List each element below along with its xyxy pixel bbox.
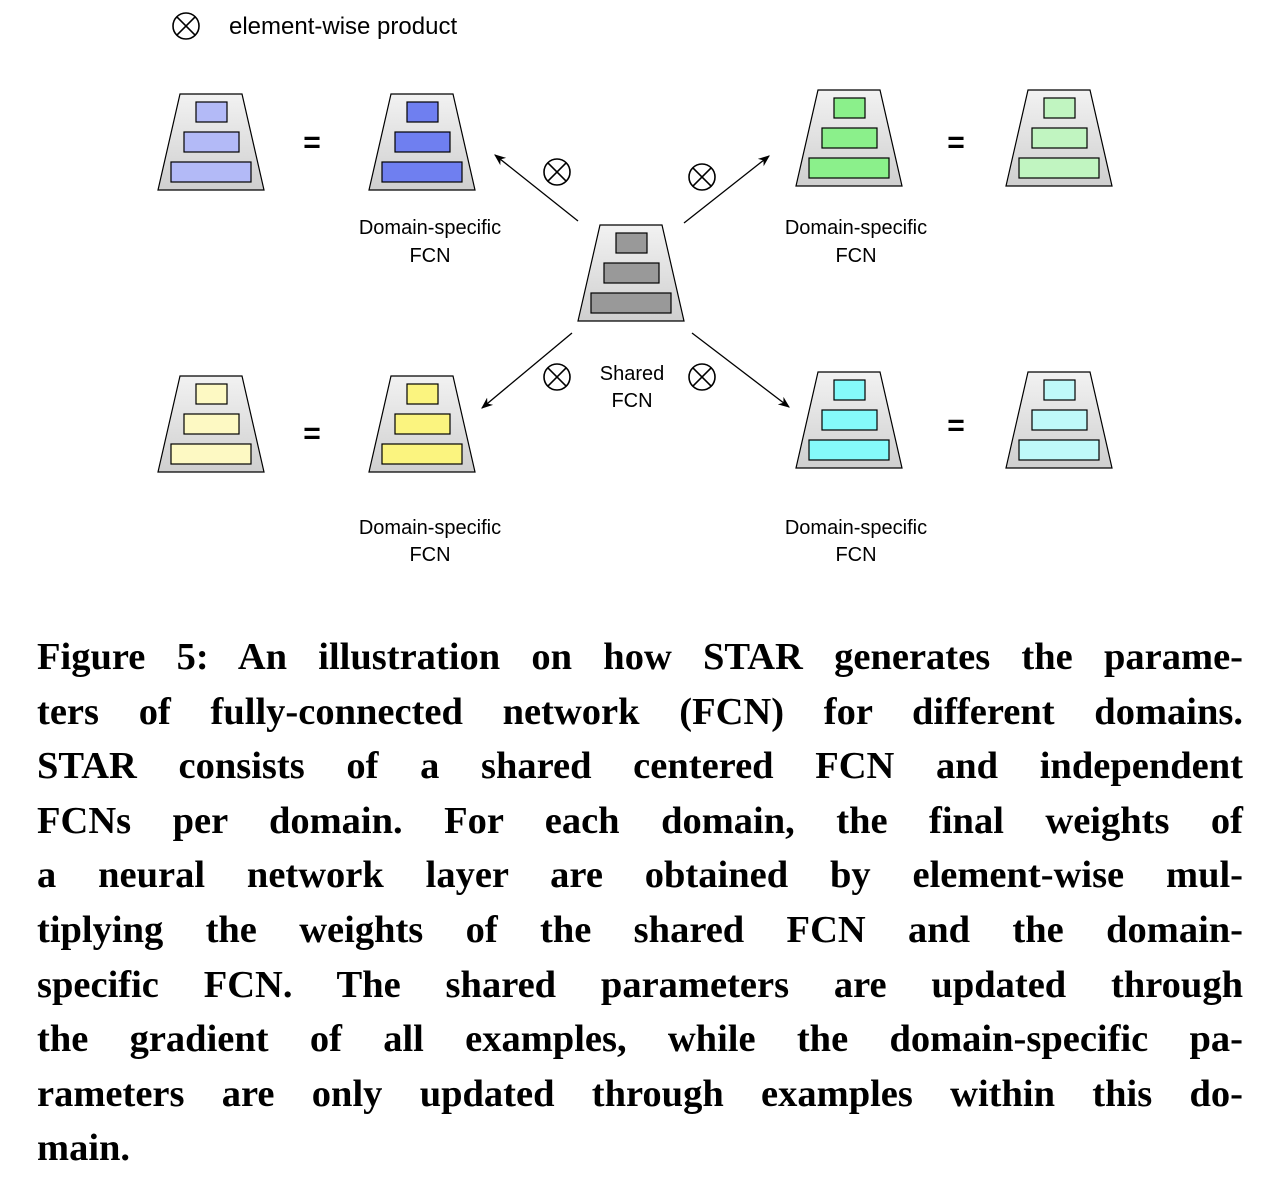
fcn-layer-2 xyxy=(821,127,878,149)
fcn-layer-2 xyxy=(603,262,660,284)
fcn-layer-3 xyxy=(381,443,463,465)
caption-line: STAR consists of a shared centered FCN a… xyxy=(37,745,1243,788)
fcn-domain-specific-bottom-right xyxy=(795,371,903,469)
fcn-layer-2 xyxy=(821,409,878,431)
fcn-layer-2 xyxy=(183,413,240,435)
caption-line: specific FCN. The shared parameters are … xyxy=(37,963,1243,1006)
equals-sign: = xyxy=(303,126,321,159)
legend: element-wise product xyxy=(172,12,457,40)
otimes-icon xyxy=(172,12,200,40)
domain-label-top-right-line1: Domain-specific xyxy=(785,217,927,239)
fcn-layer-1 xyxy=(833,97,866,119)
fcn-result-bottom-left xyxy=(157,375,265,473)
fcn-layer-2 xyxy=(1031,409,1088,431)
arrow-to-bottom-left xyxy=(481,332,573,409)
otimes-icon xyxy=(688,163,716,191)
caption-line: ters of fully-connected network (FCN) fo… xyxy=(37,690,1243,733)
fcn-result-top-left xyxy=(157,93,265,191)
otimes-icon xyxy=(543,158,571,186)
fcn-layer-2 xyxy=(394,131,451,153)
caption-line: tiplying the weights of the shared FCN a… xyxy=(37,908,1243,951)
equals-sign: = xyxy=(947,126,965,159)
caption-line: Figure 5: An illustration on how STAR ge… xyxy=(37,636,1243,678)
arrow-to-top-left xyxy=(494,154,579,222)
domain-label-top-right-line2: FCN xyxy=(835,245,876,267)
fcn-layer-2 xyxy=(394,413,451,435)
fcn-layer-3 xyxy=(590,292,672,314)
fcn-layer-1 xyxy=(1043,97,1076,119)
arrow-to-top-right xyxy=(683,155,770,224)
shared-fcn-label-line1: Shared xyxy=(600,363,665,385)
fcn-blocks xyxy=(157,89,1113,473)
equals-sign: = xyxy=(303,417,321,450)
fcn-result-bottom-right xyxy=(1005,371,1113,469)
fcn-layer-3 xyxy=(1018,439,1100,461)
fcn-layer-3 xyxy=(1018,157,1100,179)
equals-signs: = = = = xyxy=(303,126,965,450)
fcn-layer-3 xyxy=(808,439,890,461)
product-symbols xyxy=(543,158,716,391)
fcn-layer-1 xyxy=(406,383,439,405)
caption-line: the gradient of all examples, while the … xyxy=(37,1018,1243,1061)
fcn-layer-1 xyxy=(195,101,228,123)
shared-fcn xyxy=(577,224,685,322)
otimes-icon xyxy=(543,363,571,391)
domain-label-bottom-right-line2: FCN xyxy=(835,544,876,566)
fcn-layer-3 xyxy=(381,161,463,183)
fcn-layer-3 xyxy=(170,161,252,183)
arrow-to-bottom-right xyxy=(691,332,790,408)
fcn-domain-specific-top-left xyxy=(368,93,476,191)
fcn-layer-3 xyxy=(808,157,890,179)
caption-line: main. xyxy=(37,1127,131,1170)
otimes-icon xyxy=(172,12,200,40)
domain-label-bottom-left-line2: FCN xyxy=(409,544,450,566)
fcn-layer-1 xyxy=(615,232,648,254)
fcn-result-top-right xyxy=(1005,89,1113,187)
fcn-layer-2 xyxy=(183,131,240,153)
caption-line: FCNs per domain. For each domain, the fi… xyxy=(37,799,1243,842)
figure-caption: Figure 5: An illustration on how STAR ge… xyxy=(37,630,1243,1176)
star-diagram: element-wise product = = = = Domain-spec… xyxy=(157,12,1113,566)
fcn-domain-specific-bottom-left xyxy=(368,375,476,473)
domain-label-bottom-left-line1: Domain-specific xyxy=(359,517,501,539)
fcn-layer-1 xyxy=(833,379,866,401)
fcn-layer-1 xyxy=(195,383,228,405)
shared-fcn-label-line2: FCN xyxy=(611,390,652,412)
caption-line: a neural network layer are obtained by e… xyxy=(37,854,1243,897)
domain-label-top-left-line2: FCN xyxy=(409,245,450,267)
equals-sign: = xyxy=(947,409,965,442)
domain-label-bottom-right-line1: Domain-specific xyxy=(785,517,927,539)
otimes-icon xyxy=(688,363,716,391)
arrows xyxy=(481,154,790,409)
labels: Domain-specific FCN Domain-specific FCN … xyxy=(359,217,927,566)
fcn-layer-1 xyxy=(406,101,439,123)
fcn-layer-1 xyxy=(1043,379,1076,401)
domain-label-top-left-line1: Domain-specific xyxy=(359,217,501,239)
legend-label: element-wise product xyxy=(229,13,457,40)
fcn-layer-2 xyxy=(1031,127,1088,149)
fcn-layer-3 xyxy=(170,443,252,465)
caption-line: rameters are only updated through exampl… xyxy=(37,1072,1243,1115)
fcn-domain-specific-top-right xyxy=(795,89,903,187)
